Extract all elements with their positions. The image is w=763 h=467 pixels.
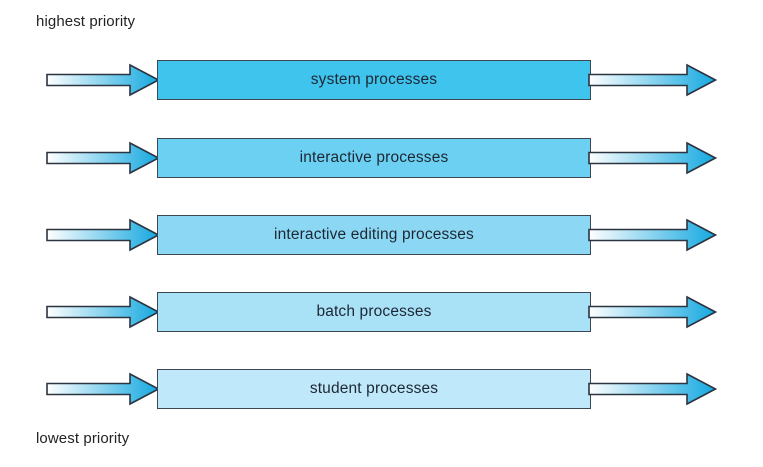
arrow-in-icon [46,141,161,175]
process-queue-box[interactable]: student processes [157,369,591,409]
process-queue-box[interactable]: interactive editing processes [157,215,591,255]
queue-row: student processes [0,367,763,411]
queue-row: interactive editing processes [0,213,763,257]
arrow-in-icon [46,295,161,329]
process-queue-label: system processes [310,71,438,88]
arrow-out-icon [588,218,718,252]
arrow-out-icon [588,141,718,175]
process-queue-label: interactive processes [299,149,449,166]
lowest-priority-label: lowest priority [36,430,130,447]
arrow-in-icon [46,218,161,252]
queue-row: system processes [0,58,763,102]
queue-row: interactive processes [0,136,763,180]
process-queue-box[interactable]: interactive processes [157,138,591,178]
process-queue-box[interactable]: system processes [157,60,591,100]
process-queue-label: student processes [309,380,439,397]
arrow-in-icon [46,372,161,406]
arrow-in-icon [46,63,161,97]
queue-row: batch processes [0,290,763,334]
arrow-out-icon [588,372,718,406]
highest-priority-label: highest priority [36,13,136,30]
arrow-out-icon [588,295,718,329]
process-queue-label: interactive editing processes [274,226,474,243]
process-queue-label: batch processes [316,303,432,320]
arrow-out-icon [588,63,718,97]
process-queue-box[interactable]: batch processes [157,292,591,332]
